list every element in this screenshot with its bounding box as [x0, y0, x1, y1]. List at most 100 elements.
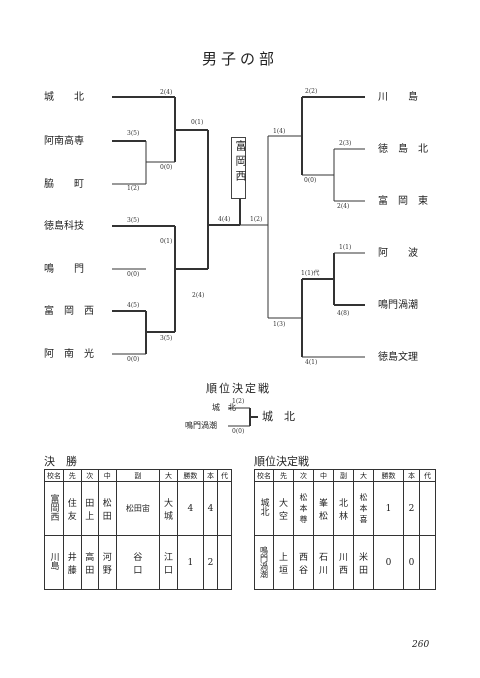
score-label: 4(5): [127, 302, 140, 309]
placement-score-1: 1(2): [232, 398, 245, 405]
player: 石川: [313, 535, 334, 590]
col-header: 次: [80, 469, 100, 482]
player: 谷口: [115, 535, 161, 590]
score-label: 2(2): [305, 88, 318, 95]
col-header: 代: [216, 469, 233, 482]
col-header: 副: [333, 469, 354, 482]
champion-name: 富岡西: [234, 140, 247, 185]
score-label: 2(4): [192, 292, 205, 299]
placement-table-heading: 順位決定戦: [254, 455, 309, 468]
placement-score-2: 0(0): [232, 428, 245, 435]
player: 北林: [333, 481, 354, 536]
score-label: 1(2): [127, 185, 140, 192]
placement-winner: 城 北: [262, 410, 295, 423]
substitute: [216, 481, 233, 536]
points: 4: [203, 481, 218, 536]
placement-score-table: 校名 先 次 中 副 大 勝数 本 代 城北 大空 松本尊 峯松 北林 松本喜 …: [254, 469, 437, 590]
score-label: 0(0): [160, 164, 173, 171]
champion-box: 富岡西: [231, 137, 247, 199]
team-right-3: 富 岡 東: [378, 196, 428, 207]
player: 江口: [159, 535, 178, 590]
player: 松田: [98, 481, 117, 536]
col-header: 次: [293, 469, 314, 482]
score-label: 0(1): [191, 119, 204, 126]
final-heading: 決 勝: [44, 455, 77, 468]
score-label: 3(5): [127, 217, 140, 224]
player: 上垣: [273, 535, 294, 590]
team-left-2: 阿南高専: [44, 136, 84, 147]
player: 大城: [159, 481, 178, 536]
wins: 1: [176, 535, 205, 590]
player: 川西: [333, 535, 354, 590]
player: 住友: [63, 481, 82, 536]
col-header: 本: [402, 469, 420, 482]
score-label: 0(0): [304, 177, 317, 184]
score-label: 1(2): [250, 216, 263, 223]
col-header: 本: [203, 469, 218, 482]
substitute: [216, 535, 233, 590]
player: 松田宙: [115, 481, 161, 536]
score-label: 2(3): [339, 140, 352, 147]
team-right-5: 鳴門渦潮: [378, 300, 418, 311]
col-header: 代: [418, 469, 437, 482]
page-number: 260: [412, 640, 430, 650]
score-label: 4(4): [218, 216, 231, 223]
score-label: 1(3): [273, 321, 286, 328]
score-label: 3(5): [127, 130, 140, 137]
placement-team-1: 城 北: [212, 403, 236, 412]
team-right-2: 徳 島 北: [378, 144, 428, 155]
score-label: 4(1): [305, 359, 318, 366]
team-right-4: 阿 波: [378, 248, 418, 259]
team-left-7: 阿 南 光: [44, 349, 94, 360]
col-header: 中: [313, 469, 334, 482]
player: 西谷: [293, 535, 314, 590]
col-header: 校名: [254, 469, 274, 482]
score-label: 2(4): [337, 203, 350, 210]
score-label: 1(1)代: [301, 270, 320, 277]
points: 2: [402, 481, 420, 536]
player: 田上: [80, 481, 100, 536]
player: 高田: [80, 535, 100, 590]
score-label: 0(1): [160, 238, 173, 245]
team-left-6: 富 岡 西: [44, 306, 94, 317]
points: 0: [402, 535, 420, 590]
score-label: 1(4): [273, 128, 286, 135]
player: 井藤: [63, 535, 82, 590]
page-title: 男子の部: [201, 50, 278, 68]
final-score-table: 校名 先 次 中 副 大 勝数 本 代 富岡西 住友 田上 松田 松田宙 大城 …: [44, 469, 233, 590]
team-right-6: 徳島文理: [378, 352, 418, 363]
school-name: 鳴門渦潮: [254, 535, 274, 590]
player: 松本尊: [293, 481, 314, 536]
substitute: [418, 481, 437, 536]
col-header: 先: [273, 469, 294, 482]
school-name: 川島: [44, 535, 64, 590]
substitute: [418, 535, 437, 590]
wins: 4: [176, 481, 205, 536]
team-left-4: 徳島科技: [44, 221, 84, 232]
team-left-1: 城 北: [44, 92, 84, 103]
team-left-3: 脇 町: [44, 179, 84, 190]
score-label: 2(4): [160, 89, 173, 96]
player: 米田: [353, 535, 374, 590]
col-header: 大: [159, 469, 178, 482]
score-label: 0(0): [127, 356, 140, 363]
col-header: 中: [98, 469, 117, 482]
col-header: 勝数: [176, 469, 205, 482]
col-header: 副: [115, 469, 161, 482]
col-header: 大: [353, 469, 374, 482]
school-name: 城北: [254, 481, 274, 536]
col-header: 先: [63, 469, 82, 482]
player: 大空: [273, 481, 294, 536]
player: 峯松: [313, 481, 334, 536]
placement-title: 順位決定戦: [206, 382, 271, 395]
team-right-1: 川 島: [378, 92, 418, 103]
player: 松本喜: [353, 481, 374, 536]
score-label: 0(0): [127, 271, 140, 278]
player: 河野: [98, 535, 117, 590]
placement-team-2: 鳴門渦潮: [185, 421, 217, 430]
score-label: 3(5): [160, 335, 173, 342]
score-label: 4(8): [337, 310, 350, 317]
wins: 0: [373, 535, 404, 590]
score-label: 1(1): [339, 244, 352, 251]
